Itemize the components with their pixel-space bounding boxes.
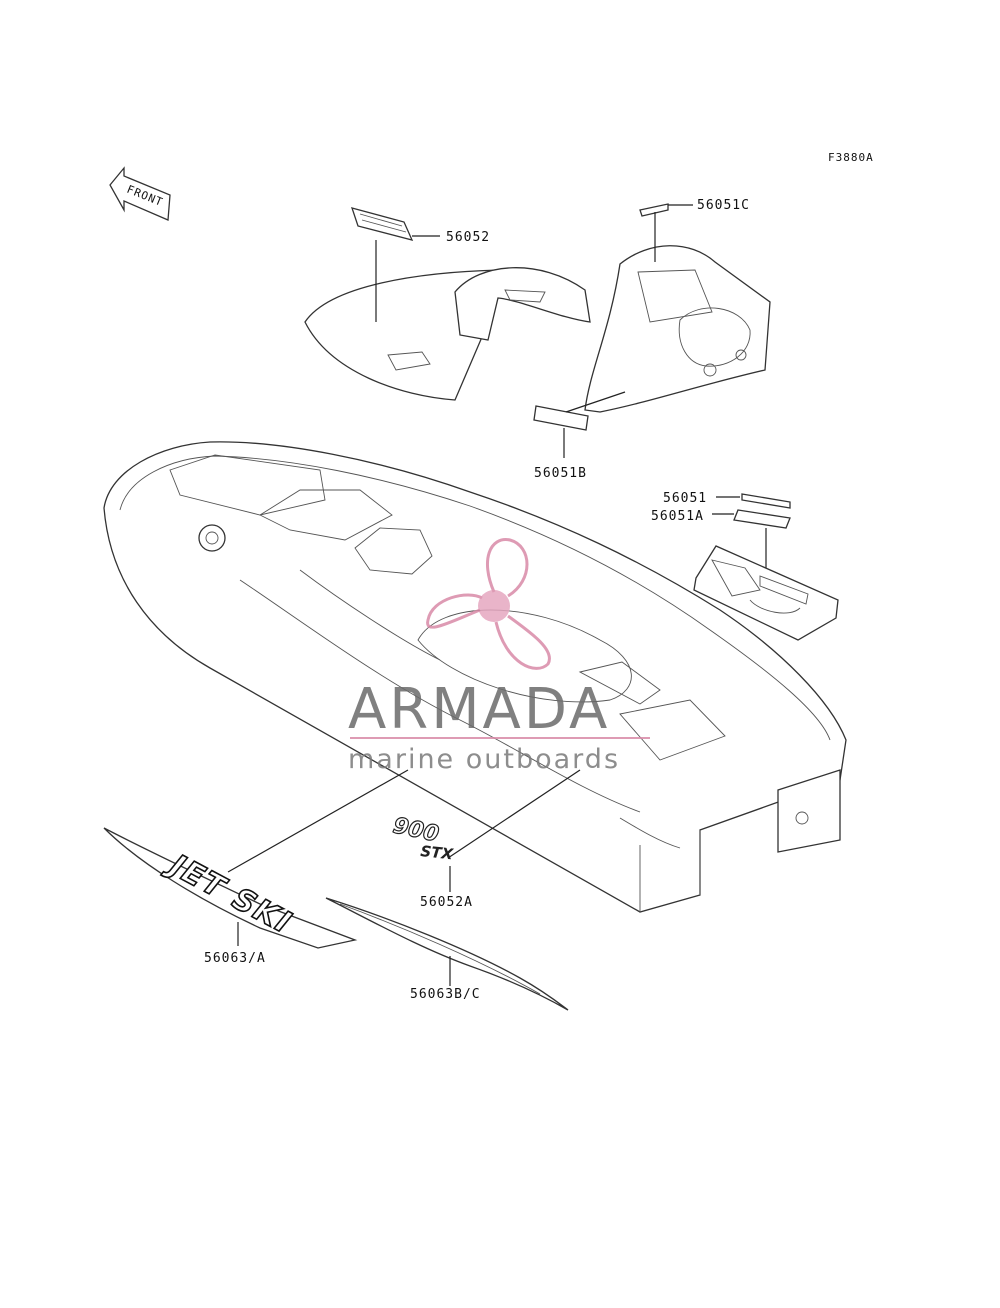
hull <box>103 441 847 913</box>
handlebar-pad <box>304 267 591 401</box>
decal-56063-BC <box>325 897 569 1011</box>
label-56051B: 56051B <box>534 466 587 481</box>
figure-code: F3880A <box>828 151 874 164</box>
decal-56052 <box>351 207 414 241</box>
label-56051: 56051 <box>663 491 707 506</box>
propeller-logo-icon <box>426 538 551 670</box>
decal-56063-A: JET SKI <box>103 827 358 949</box>
decal-56051A <box>733 509 791 529</box>
label-56052: 56052 <box>446 230 490 245</box>
label-56051C: 56051C <box>697 198 750 213</box>
label-56063-BC: 56063B/C <box>410 987 481 1002</box>
hull-logo-text: JET SKI <box>160 846 298 941</box>
decal-56051C <box>639 203 669 217</box>
label-56063-A: 56063/A <box>204 951 266 966</box>
steering-cover <box>584 245 771 413</box>
badge-model-name: STX <box>420 842 456 863</box>
decal-56051B <box>533 405 589 431</box>
front-arrow-icon: FRONT <box>109 166 171 221</box>
badge-model-number: 900 <box>391 813 441 847</box>
decal-56051 <box>741 493 791 509</box>
decal-56052A: 900 STX <box>390 813 456 864</box>
label-56052A: 56052A <box>420 895 473 910</box>
watermark-subtitle: marine outboards <box>348 744 620 775</box>
label-56051A: 56051A <box>651 509 704 524</box>
armada-watermark: ARMADA marine outboards <box>348 538 650 775</box>
storage-box <box>693 545 839 641</box>
watermark-title: ARMADA <box>348 677 610 742</box>
